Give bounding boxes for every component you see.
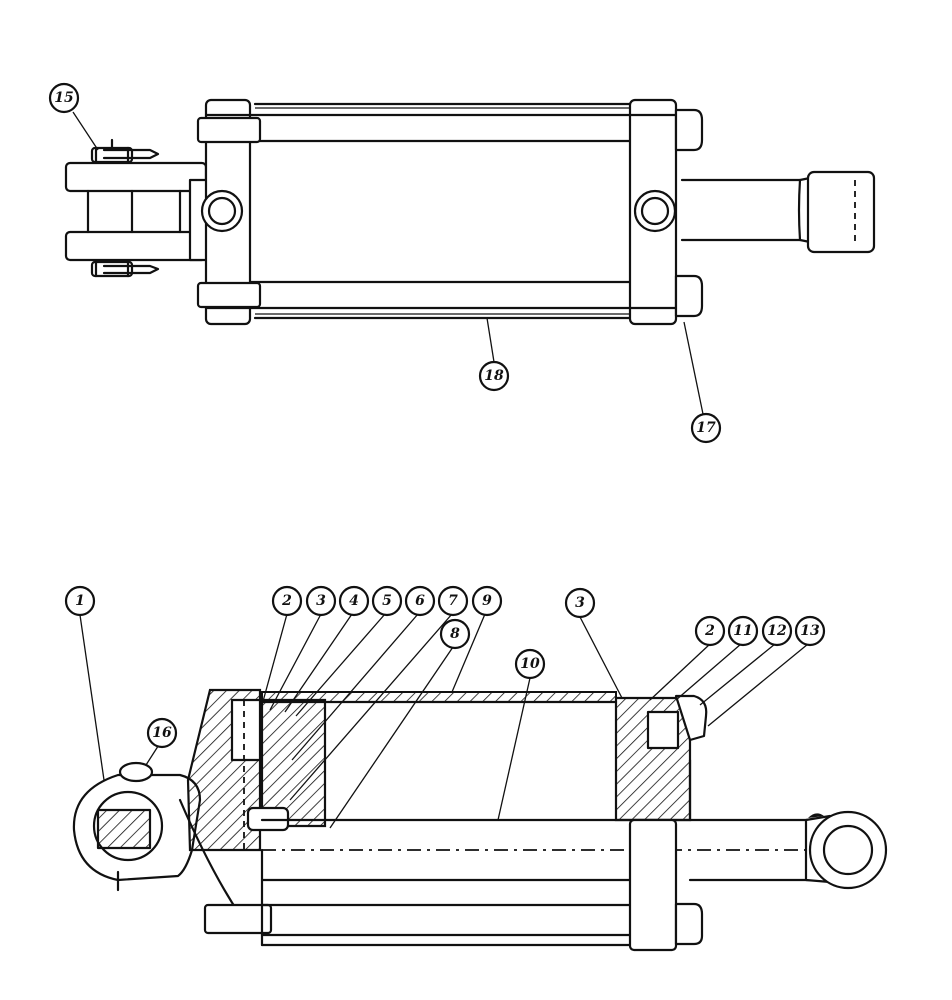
svg-text:5: 5: [382, 593, 392, 609]
section-view: [72, 613, 888, 952]
callout-18: 18: [478, 360, 510, 392]
left-cap-section: [186, 688, 327, 852]
svg-text:12: 12: [767, 623, 787, 639]
callout-12: 12: [761, 615, 793, 647]
callout-2a: 2: [271, 585, 303, 617]
rear-rod-eye: [72, 773, 242, 917]
left-end-cap: [200, 98, 252, 326]
callout-17: 17: [690, 412, 722, 444]
svg-text:11: 11: [733, 623, 752, 639]
callout-8: 8: [439, 618, 471, 650]
leader-17: [683, 321, 704, 415]
right-end-cap: [628, 98, 704, 326]
barrel: [253, 102, 632, 320]
svg-text:16: 16: [152, 725, 172, 741]
right-cap-section: [614, 694, 708, 822]
callout-3b: 3: [564, 587, 596, 619]
callout-4: 4: [338, 585, 370, 617]
svg-text:10: 10: [520, 656, 540, 672]
piston-rod-top: [680, 170, 876, 254]
svg-text:1: 1: [75, 593, 85, 609]
lower-barrel: [203, 818, 704, 952]
callout-13: 13: [794, 615, 826, 647]
leader-15: [72, 111, 99, 151]
callout-6: 6: [404, 585, 436, 617]
svg-text:13: 13: [800, 623, 820, 639]
piston-rod-section: [260, 814, 832, 884]
svg-text:2: 2: [704, 623, 715, 639]
callout-5: 5: [371, 585, 403, 617]
callout-3a: 3: [305, 585, 337, 617]
svg-text:3: 3: [316, 593, 326, 609]
section-leaders: [79, 613, 809, 829]
svg-text:18: 18: [484, 368, 504, 384]
callout-9: 9: [471, 585, 503, 617]
svg-text:7: 7: [448, 593, 458, 609]
svg-text:15: 15: [54, 90, 73, 106]
clevis-pin: [90, 138, 160, 278]
callout-15: 15: [48, 82, 80, 114]
callout-16: 16: [146, 717, 178, 749]
svg-text:4: 4: [349, 593, 359, 609]
svg-text:2: 2: [281, 593, 292, 609]
top-view: [64, 98, 876, 415]
svg-text:6: 6: [415, 593, 425, 609]
svg-text:3: 3: [575, 595, 585, 611]
callout-11: 11: [727, 615, 759, 647]
callout-7: 7: [437, 585, 469, 617]
leader-18: [486, 317, 495, 363]
callout-10: 10: [514, 648, 546, 680]
svg-text:8: 8: [450, 626, 460, 642]
tie-rods: [196, 113, 632, 310]
callout-1: 1: [64, 585, 96, 617]
callout-2b: 2: [694, 615, 726, 647]
svg-text:17: 17: [696, 420, 716, 436]
front-rod-eye: [808, 810, 888, 890]
grease-fitting: [118, 761, 154, 783]
svg-text:9: 9: [482, 593, 492, 609]
clevis-fork: [64, 161, 210, 262]
